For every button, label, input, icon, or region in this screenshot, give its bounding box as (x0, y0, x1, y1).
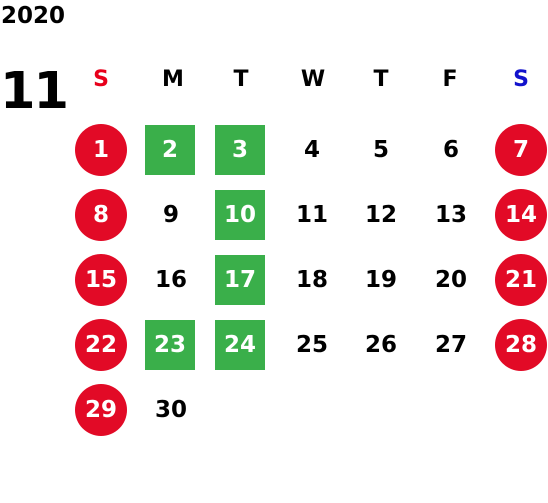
calendar-day[interactable]: 9 (162, 201, 179, 228)
calendar-day[interactable]: 1 (75, 124, 127, 176)
calendar-day[interactable]: 6 (442, 136, 459, 163)
weekday-sat: S (513, 67, 529, 92)
calendar-day[interactable]: 30 (154, 396, 187, 423)
calendar-day[interactable]: 22 (75, 319, 127, 371)
calendar-day[interactable]: 18 (295, 266, 328, 293)
calendar-day[interactable]: 7 (495, 124, 547, 176)
weekday-wed: W (300, 67, 326, 92)
weekday-tue: T (233, 67, 249, 92)
calendar-day[interactable]: 5 (372, 136, 389, 163)
calendar-day[interactable]: 24 (215, 320, 265, 370)
calendar-day[interactable]: 14 (495, 189, 547, 241)
weekday-thu: T (373, 67, 389, 92)
calendar-day[interactable]: 27 (434, 331, 467, 358)
calendar-day[interactable]: 8 (75, 189, 127, 241)
calendar-day[interactable]: 3 (215, 125, 265, 175)
month-number: 11 (0, 62, 69, 121)
calendar-day[interactable]: 10 (215, 190, 265, 240)
calendar-day[interactable]: 2 (145, 125, 195, 175)
calendar-day[interactable]: 25 (295, 331, 328, 358)
calendar-day[interactable]: 19 (364, 266, 397, 293)
weekday-sun: S (93, 67, 109, 92)
calendar-day[interactable]: 4 (303, 136, 320, 163)
calendar-day[interactable]: 11 (295, 201, 328, 228)
calendar-day[interactable]: 20 (434, 266, 467, 293)
calendar-day[interactable]: 15 (75, 254, 127, 306)
weekday-mon: M (162, 67, 184, 92)
calendar-day[interactable]: 23 (145, 320, 195, 370)
calendar-day[interactable]: 26 (364, 331, 397, 358)
calendar-day[interactable]: 12 (364, 201, 397, 228)
calendar-day[interactable]: 29 (75, 384, 127, 436)
calendar-day[interactable]: 17 (215, 255, 265, 305)
calendar-day[interactable]: 13 (434, 201, 467, 228)
year-label: 2020 (1, 3, 66, 29)
calendar-day[interactable]: 21 (495, 254, 547, 306)
weekday-fri: F (442, 67, 458, 92)
calendar-day[interactable]: 16 (154, 266, 187, 293)
calendar-day[interactable]: 28 (495, 319, 547, 371)
